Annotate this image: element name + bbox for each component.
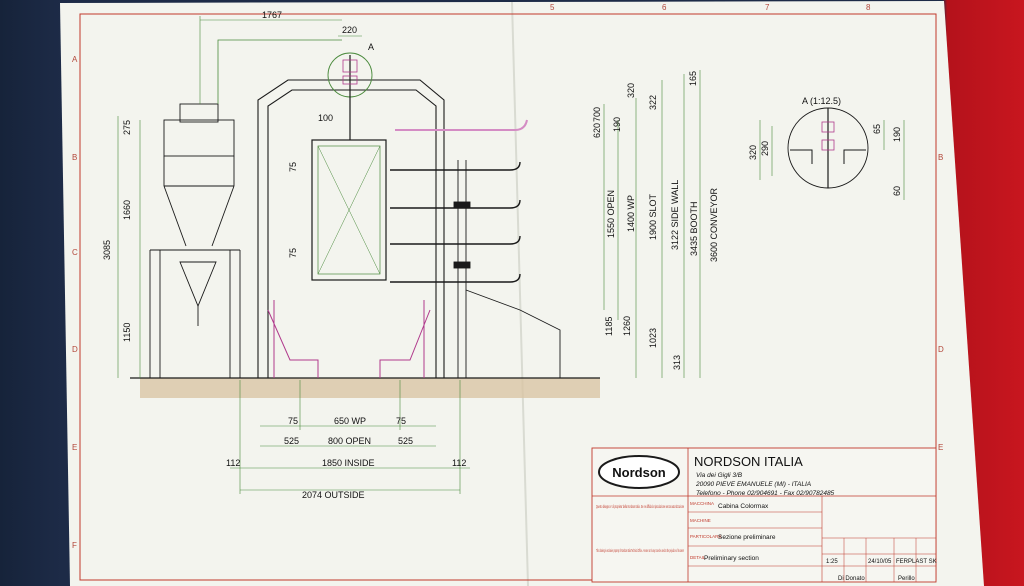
dim-label: 320 xyxy=(748,145,758,160)
dim-label: 1850 INSIDE xyxy=(322,458,375,468)
logo-text: Nordson xyxy=(612,465,666,480)
paper-sheet xyxy=(60,1,984,586)
dim-label: 60 xyxy=(892,186,902,196)
field-label: MACCHINA xyxy=(690,501,714,506)
nordson-logo xyxy=(598,455,680,489)
checked-by-value: Perillo xyxy=(898,576,915,582)
dim-label: 1260 xyxy=(622,316,632,336)
dim-label: 65 xyxy=(872,124,882,134)
spray-gun-set xyxy=(390,161,521,283)
dim-label: 75 xyxy=(288,416,298,426)
dim-label: 650 WP xyxy=(334,416,366,426)
vertical-dim-label: 1550 OPEN xyxy=(606,190,616,238)
grid-label: E xyxy=(938,443,943,452)
dim-label: 1767 xyxy=(262,10,282,20)
title-block: Nordson NORDSON ITALIA Via dei Gigli 3/B… xyxy=(591,447,937,583)
grid-label: 5 xyxy=(550,3,555,12)
drawn-by-value: Di Donato xyxy=(838,576,865,582)
dim-label: 620 xyxy=(592,123,602,138)
grid-left-labels: A B C D E F B D E xyxy=(72,55,944,550)
dim-label: 165 xyxy=(688,71,698,86)
dim-label: 75 xyxy=(396,416,406,426)
grid-label: 7 xyxy=(765,3,770,12)
phone-line: Telefono - Phone 02/904691 - Fax 02/9078… xyxy=(696,490,835,497)
dim-label: 313 xyxy=(672,355,682,370)
dim-label: 75 xyxy=(288,248,298,258)
company-name: NORDSON ITALIA xyxy=(694,454,803,469)
field-label: PARTICOLARE xyxy=(690,534,721,539)
dim-label: 220 xyxy=(342,25,357,35)
grid-label: 6 xyxy=(662,3,667,12)
grid-label: B xyxy=(72,153,77,162)
dim-label: 1185 xyxy=(604,317,614,336)
conveyor-hanger xyxy=(327,52,373,140)
grid-label: D xyxy=(72,345,78,354)
dim-label: 75 xyxy=(288,162,298,172)
paper-fold xyxy=(511,1,529,586)
dim-label: 100 xyxy=(318,113,333,123)
scale-value: 1:25 xyxy=(826,559,838,565)
view-label: A xyxy=(368,42,374,52)
dim-label: 2074 OUTSIDE xyxy=(302,490,365,500)
vertical-dim-label: 1900 SLOT xyxy=(648,193,658,240)
booth-hopper xyxy=(267,300,431,378)
dim-label: 700 xyxy=(592,107,602,122)
spray-gun-pink xyxy=(395,119,528,131)
grid-label: F xyxy=(72,541,77,550)
dim-label: 190 xyxy=(892,127,902,142)
grid-label: D xyxy=(938,345,944,354)
workpiece-frame xyxy=(311,139,387,281)
detail-view-a: A (1:12.5) 320 290 65 190 60 xyxy=(748,96,905,200)
grid-label: B xyxy=(938,153,943,162)
dim-label: 3085 xyxy=(102,240,112,260)
dim-label: 525 xyxy=(398,436,413,446)
dim-label: 525 xyxy=(284,436,299,446)
grid-label: C xyxy=(72,248,78,257)
dimension-labels: 1767 220 100 A 275 1660 3085 1150 75 75 … xyxy=(102,10,719,500)
dim-label: 1660 xyxy=(122,200,132,220)
grid-label: A xyxy=(72,55,78,64)
detail-value-it: Sezione preliminare xyxy=(718,534,776,541)
dim-label: 1150 xyxy=(122,323,132,342)
disclaimer-it: Questo disegno e' di proprieta' della No… xyxy=(596,504,684,509)
vertical-dim-label: 3122 SIDE WALL xyxy=(670,180,680,250)
address-line: Via dei Gigli 3/B xyxy=(696,472,743,479)
grid-label: 8 xyxy=(866,3,871,12)
dim-label: 112 xyxy=(452,458,466,468)
grid-label: E xyxy=(72,443,77,452)
vertical-dim-label: 1400 WP xyxy=(626,195,636,232)
vertical-dim-label: 3600 CONVEYOR xyxy=(709,187,719,262)
dim-label: 1023 xyxy=(648,328,658,348)
booth-outline xyxy=(257,79,445,378)
field-label: DETAIL xyxy=(690,555,706,560)
gun-mover xyxy=(453,160,561,378)
vertical-dim-label: 3435 BOOTH xyxy=(689,201,699,256)
dimension-lines xyxy=(117,16,701,494)
grid-top-labels: 5 6 7 8 xyxy=(550,3,871,12)
dim-label: 112 xyxy=(226,458,240,468)
field-label: MACHINE xyxy=(690,518,711,523)
machine-value: Cabina Colormax xyxy=(718,503,769,510)
disclaimer-en: This drawing is exclusive property of No… xyxy=(596,548,684,553)
detail-view-label: A (1:12.5) xyxy=(802,96,841,106)
floor-hatch xyxy=(140,378,600,398)
dim-label: 322 xyxy=(648,95,658,110)
cyclone-separator xyxy=(149,103,241,378)
dim-label: 320 xyxy=(626,83,636,98)
detail-value-en: Preliminary section xyxy=(704,555,759,562)
dim-label: 290 xyxy=(760,141,770,156)
client-value: FERPLAST SK xyxy=(896,559,937,565)
dim-label: 800 OPEN xyxy=(328,436,371,446)
dim-label: 275 xyxy=(122,120,132,135)
address-line: 20090 PIEVE EMANUELE (MI) - ITALIA xyxy=(695,481,811,488)
date-value: 24/10/05 xyxy=(868,559,892,565)
drawing-border xyxy=(79,13,937,581)
dim-label: 190 xyxy=(612,117,622,132)
duct-line xyxy=(217,39,342,104)
